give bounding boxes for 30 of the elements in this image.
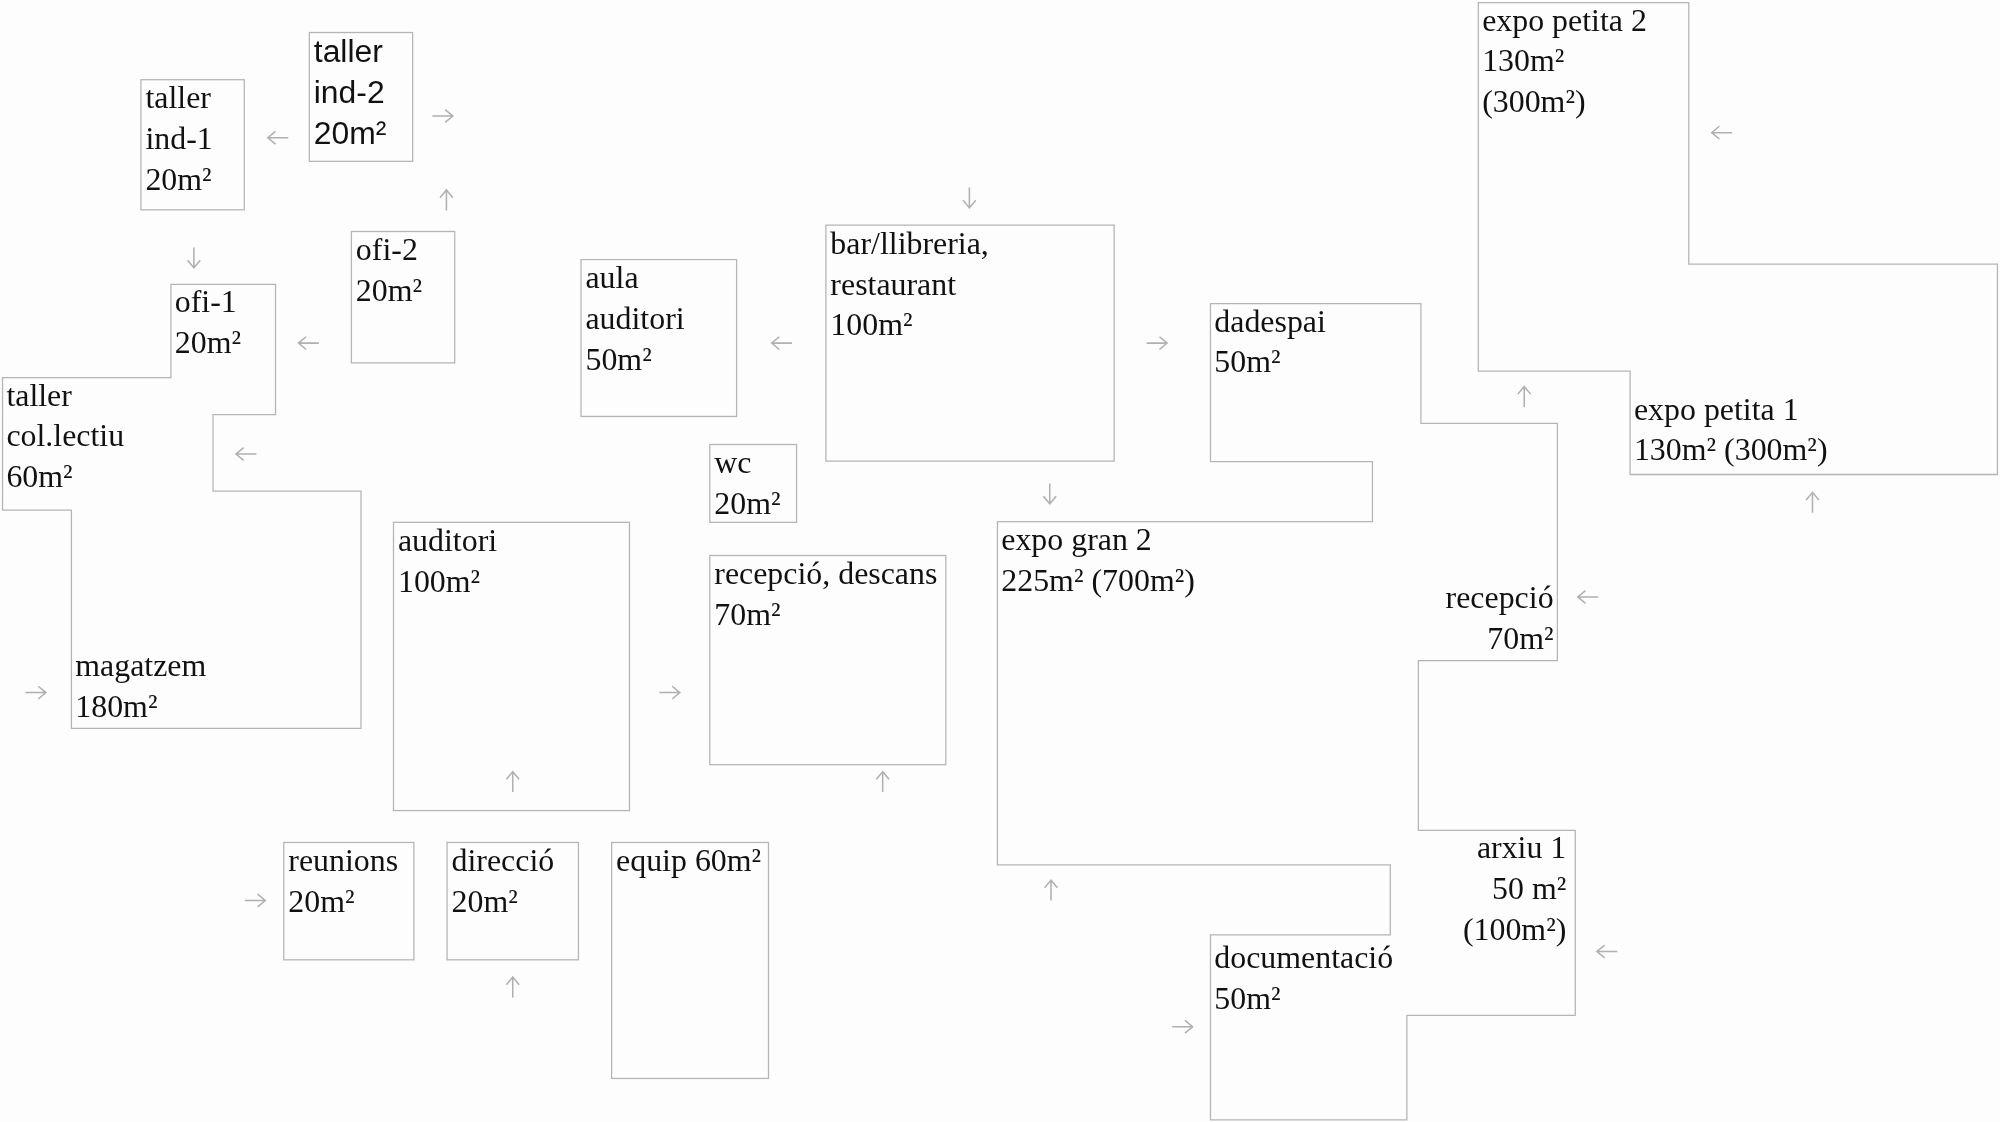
room-box xyxy=(446,841,580,961)
room-box xyxy=(610,841,770,1080)
room-label: taller col.lectiu 60m² xyxy=(6,376,126,496)
room-box xyxy=(709,443,798,523)
room-label: expo petita 1 130m² (300m²) xyxy=(1633,390,1829,469)
room-label: aula auditori 50m² xyxy=(585,259,686,379)
room-label: dadespai 50m² xyxy=(1214,302,1327,381)
room-label: taller ind-1 20m² xyxy=(145,79,214,199)
room-label: ofi-2 20m² xyxy=(355,231,424,310)
room-label: arxiu 1 50 m² (100m²) xyxy=(1461,829,1567,949)
room-label: reunions 20m² xyxy=(288,842,400,921)
room-label: direcció 20m² xyxy=(451,842,556,921)
room-label: expo petita 2 130m² (300m²) xyxy=(1482,1,1648,121)
room-outline xyxy=(997,303,1576,1120)
room-label: expo gran 2 225m² (700m²) xyxy=(1001,520,1196,600)
room-label: ofi-1 20m² xyxy=(174,283,242,362)
room-label: documentació 50m² xyxy=(1214,939,1395,1018)
room-outline xyxy=(1478,2,1998,475)
room-box xyxy=(580,258,738,418)
room-label: bar/llibreria, restaurant 100m² xyxy=(830,224,990,344)
room-box xyxy=(308,31,414,162)
room-label: recepció 70m² xyxy=(1444,579,1554,658)
room-label: taller ind-2 20m² xyxy=(313,32,388,153)
room-label: equip 60m² xyxy=(616,842,762,880)
room-box xyxy=(350,230,456,364)
room-label: magatzem 180m² xyxy=(75,646,208,726)
room-label: wc 20m² xyxy=(714,444,782,523)
room-label: auditori 100m² xyxy=(397,521,499,601)
room-box xyxy=(392,521,631,812)
room-label: recepció, descans 70m² xyxy=(714,555,939,634)
